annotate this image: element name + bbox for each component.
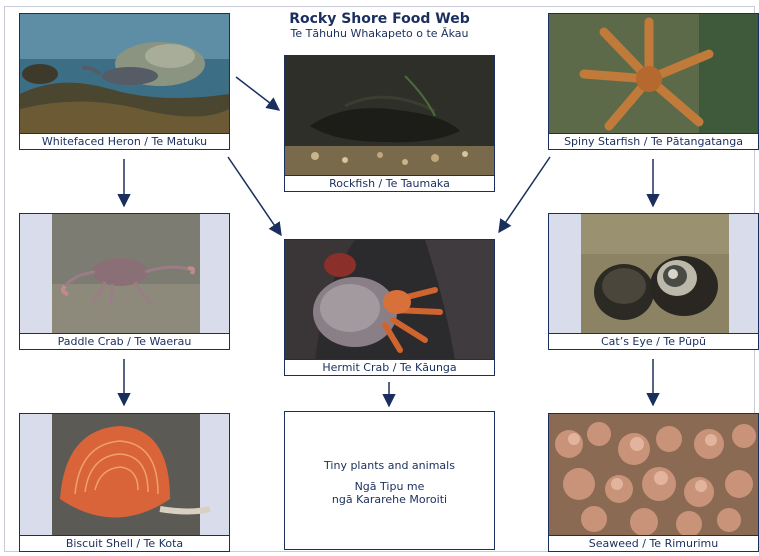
arrow-heron-to-rockfish <box>236 77 279 110</box>
arrow-heron-to-hermit-crab <box>228 157 281 235</box>
arrow-starfish-to-hermit-crab <box>499 157 550 232</box>
